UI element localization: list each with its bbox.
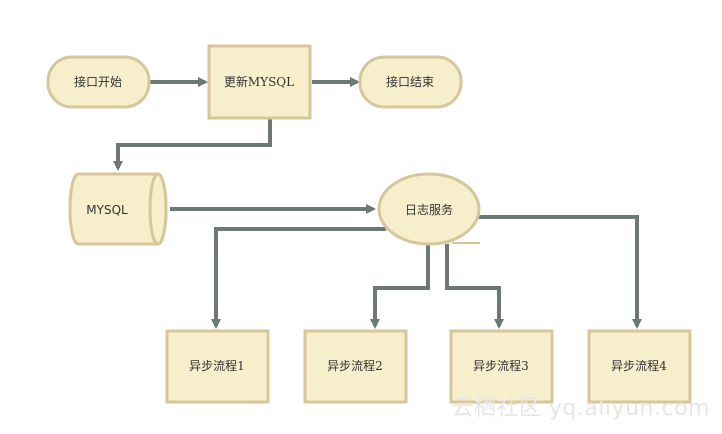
node-async-flow-4: 异步流程4 — [587, 329, 692, 404]
node-async-flow-1: 异步流程1 — [165, 329, 270, 404]
node-log-service: 日志服务 — [377, 172, 481, 246]
node-async-flow-3: 异步流程3 — [449, 329, 554, 404]
node-end: 接口结束 — [358, 55, 463, 109]
watermark: 云栖社区 yq.aliyun.com — [451, 396, 710, 421]
node-update-mysql: 更新MYSQL — [207, 44, 312, 120]
arrow-log-to-flow4 — [478, 215, 642, 329]
node-async-flow-1-label: 异步流程1 — [189, 358, 245, 373]
arrow-update-to-mysql — [113, 118, 272, 171]
node-end-label: 接口结束 — [386, 74, 434, 89]
node-start-label: 接口开始 — [74, 74, 122, 89]
node-update-mysql-label: 更新MYSQL — [224, 74, 294, 89]
arrow-log-to-flow1 — [211, 227, 386, 329]
node-start: 接口开始 — [46, 55, 151, 109]
node-async-flow-4-label: 异步流程4 — [611, 358, 667, 373]
node-mysql-label: MYSQL — [86, 203, 128, 217]
node-mysql-database: MYSQL — [68, 172, 168, 246]
node-log-label: 日志服务 — [405, 202, 453, 217]
arrow-log-to-flow3 — [445, 244, 504, 329]
node-async-flow-2-label: 异步流程2 — [327, 358, 383, 373]
node-async-flow-3-label: 异步流程3 — [473, 358, 529, 373]
node-async-flow-2: 异步流程2 — [303, 329, 408, 404]
arrow-log-to-flow2 — [370, 244, 430, 329]
